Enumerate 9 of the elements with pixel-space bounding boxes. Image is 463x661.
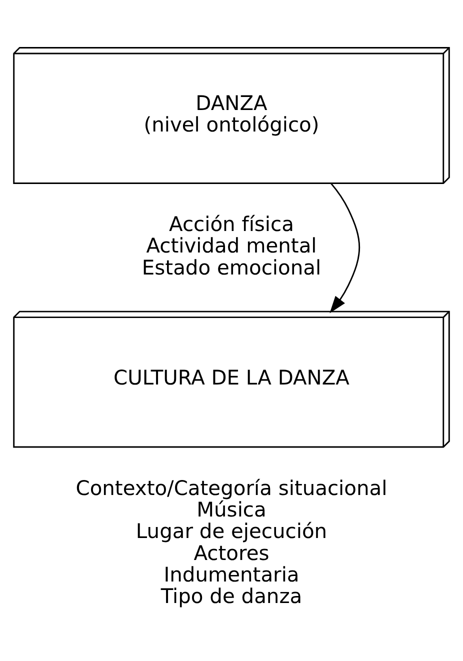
- node-label: Indumentaria: [164, 562, 300, 586]
- node-label: Estado emocional: [142, 254, 322, 279]
- node-label: Actividad mental: [146, 233, 317, 258]
- arrow: [330, 182, 360, 313]
- node-label: Tipo de danza: [160, 583, 302, 608]
- node-label: Lugar de ejecución: [136, 518, 328, 543]
- node-label: Acción física: [169, 212, 294, 236]
- node-label: Contexto/Categoría situacional: [76, 475, 388, 500]
- node-label: Actores: [194, 540, 270, 564]
